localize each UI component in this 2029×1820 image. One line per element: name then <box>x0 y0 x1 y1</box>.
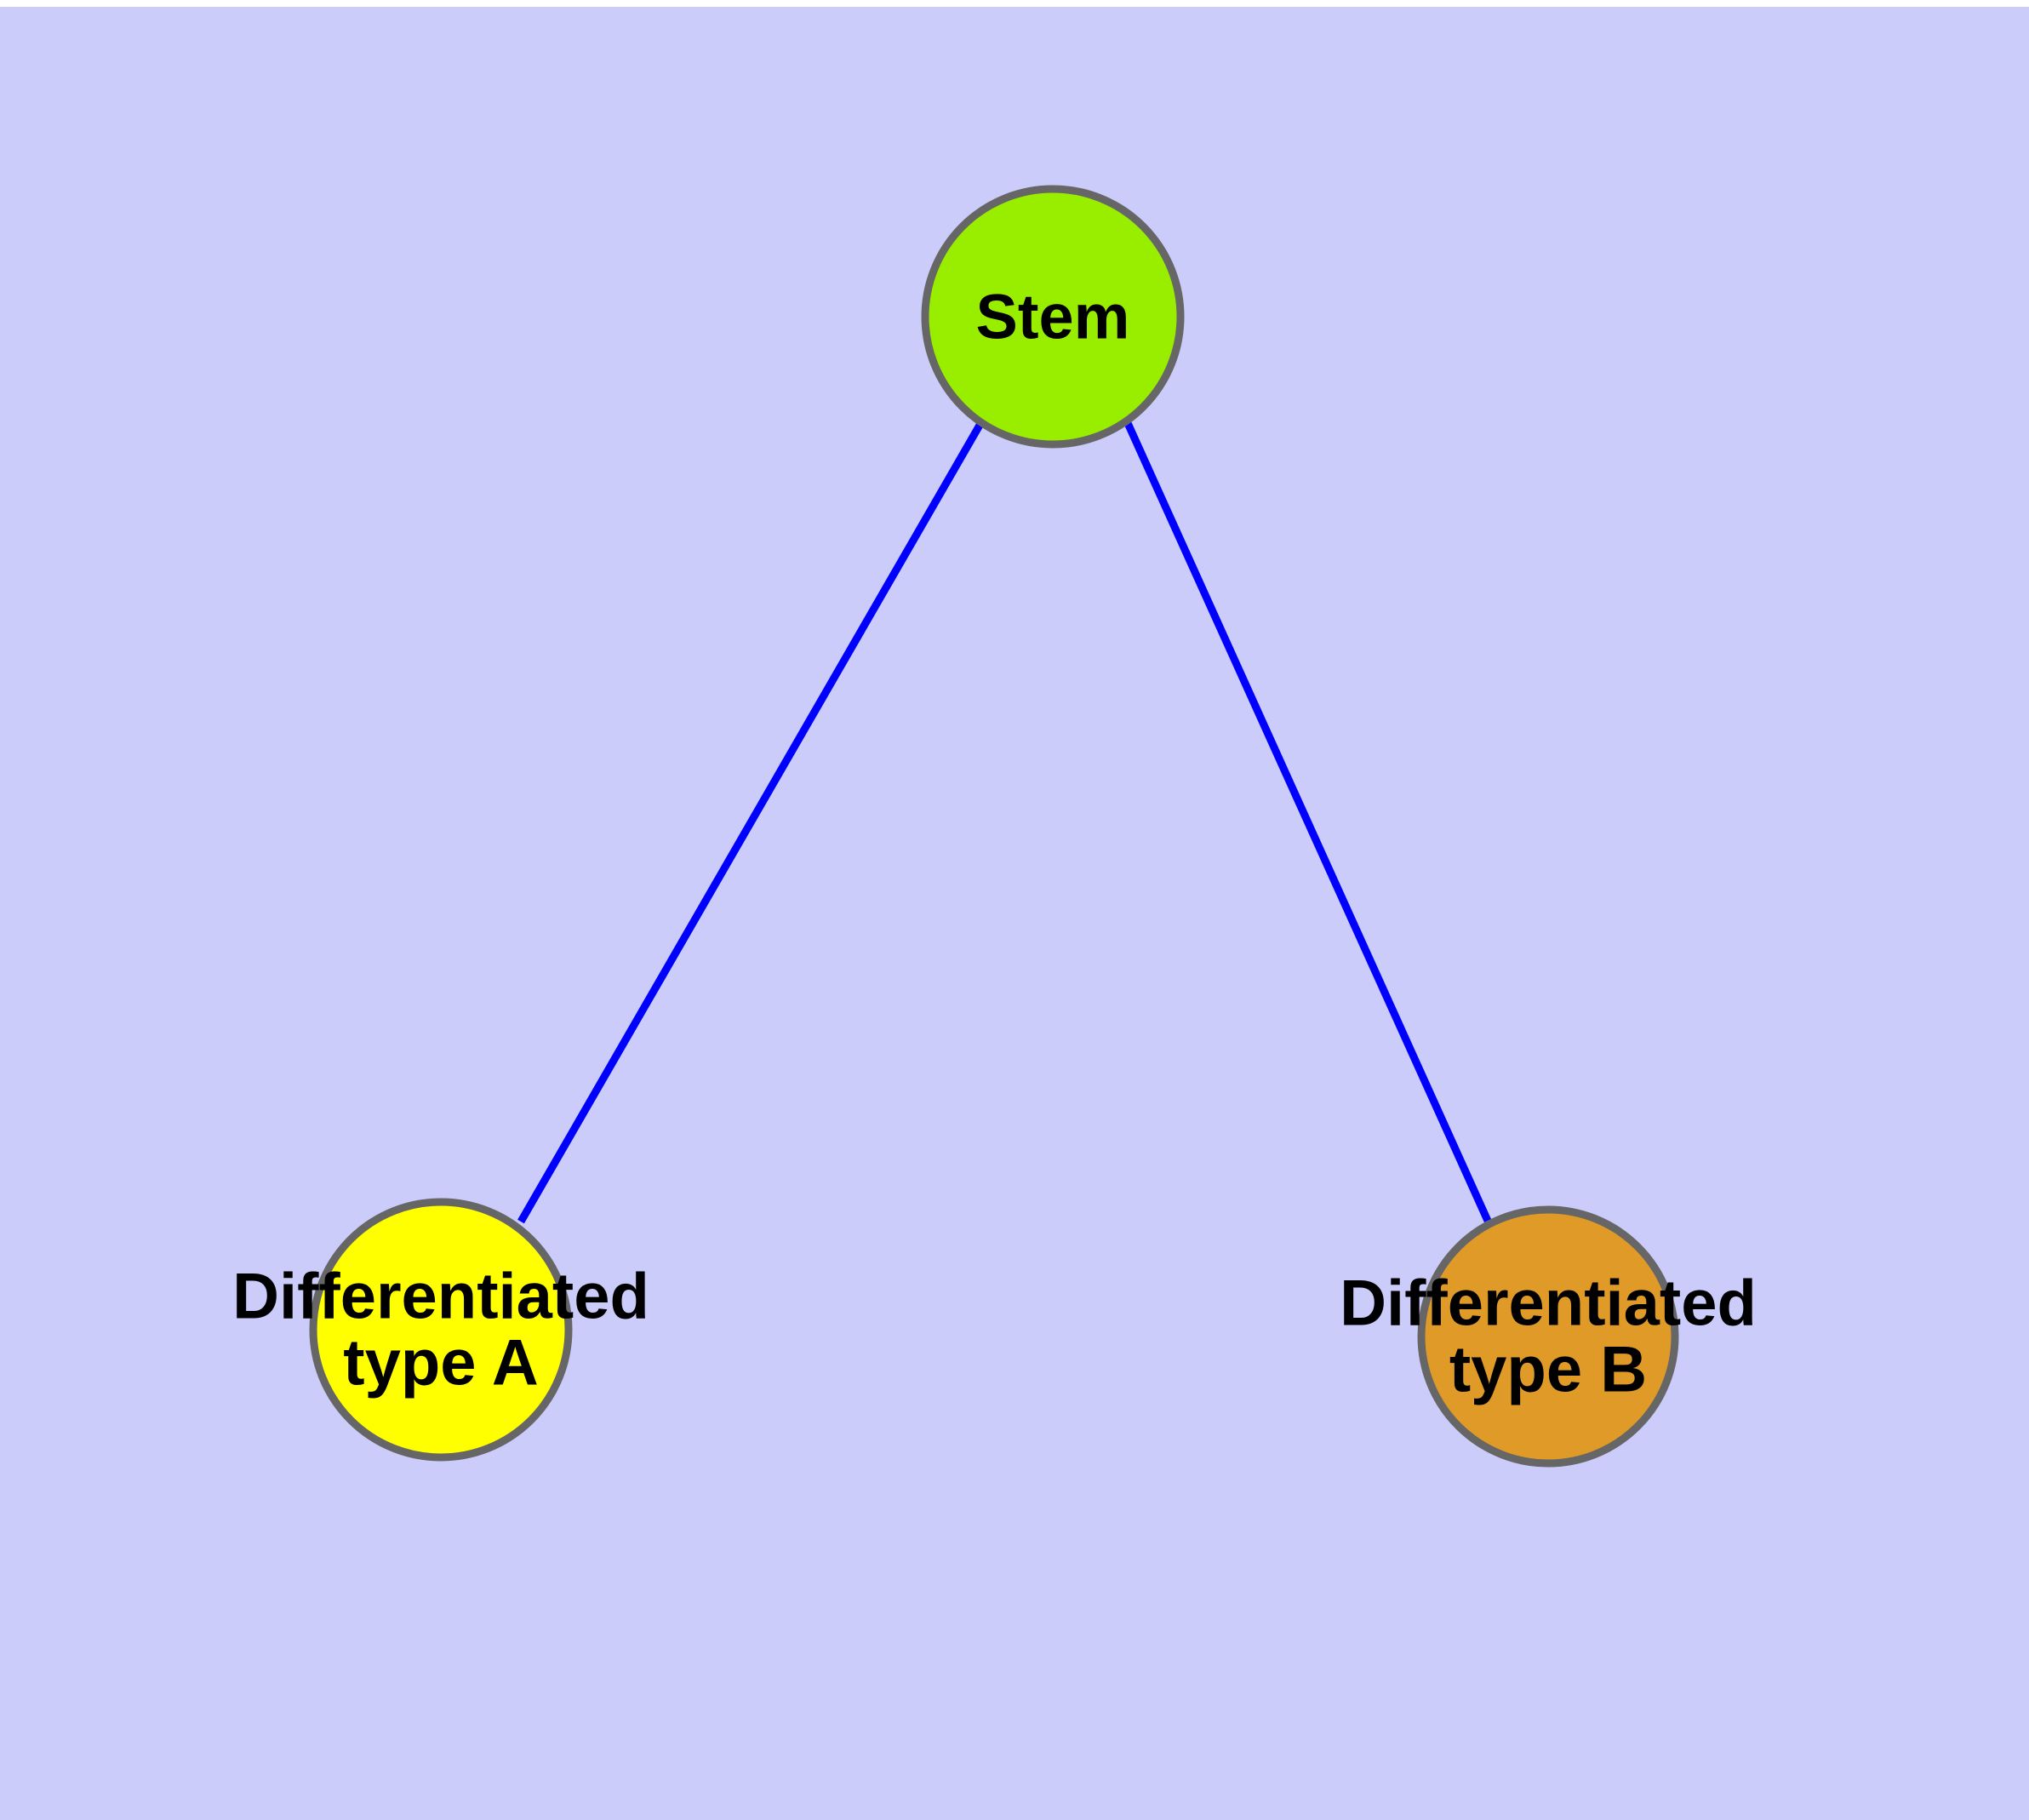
graph-node-diff-b[interactable] <box>1417 1205 1679 1468</box>
graph-edge-stem-to-diff-b <box>1123 421 1492 1222</box>
graph-node-diff-a[interactable] <box>309 1198 573 1462</box>
edges-group <box>517 420 1492 1224</box>
graph-edge-stem-to-diff-a <box>517 420 985 1224</box>
nodes-group <box>309 185 1679 1468</box>
graph-node-stem[interactable] <box>921 185 1185 449</box>
